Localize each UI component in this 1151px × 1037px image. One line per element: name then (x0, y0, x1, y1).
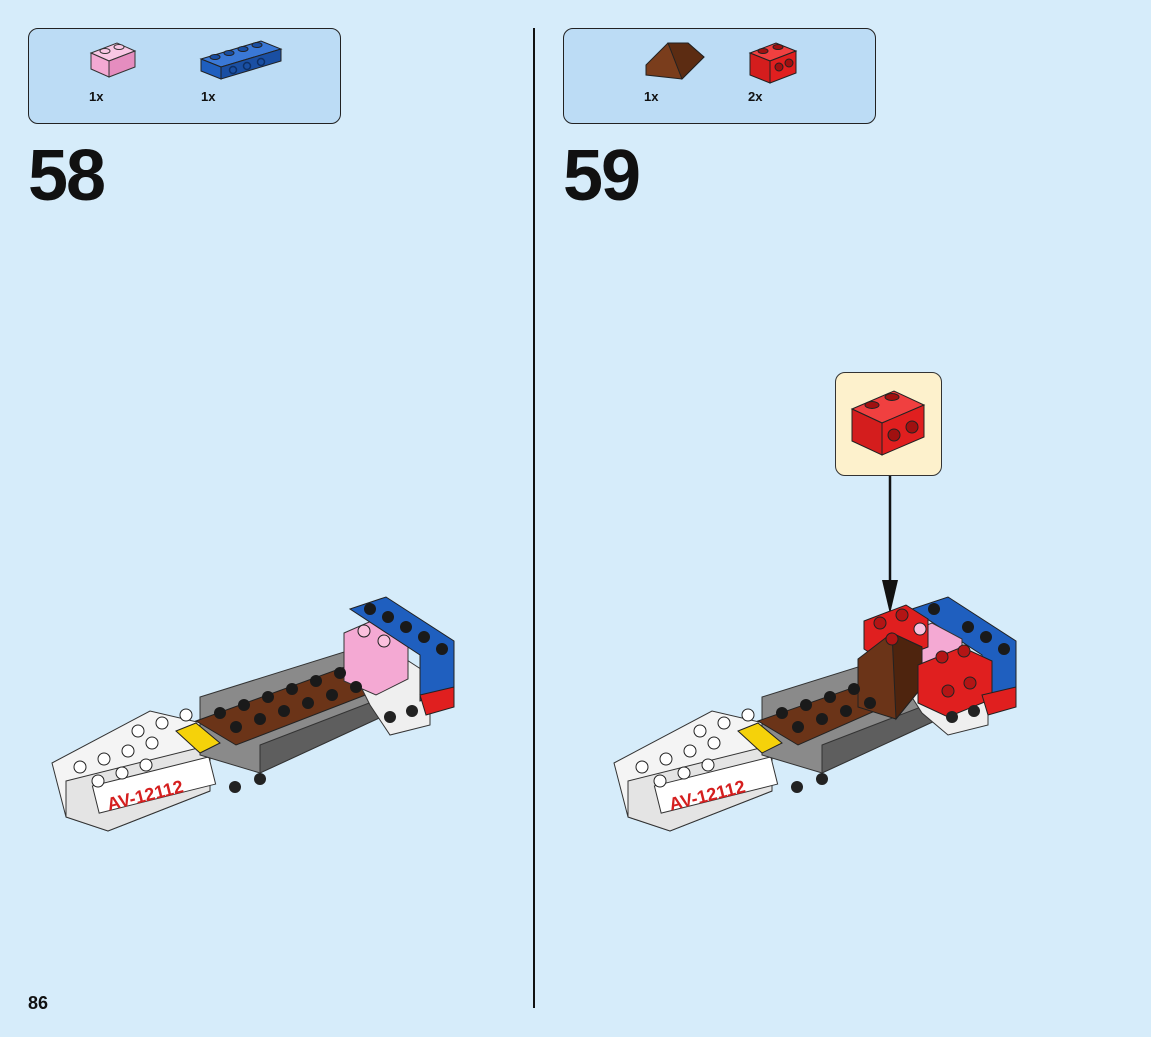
parts-list-step-59: 1x 2x (563, 28, 876, 124)
blue-technic-brick-1x4-icon (199, 39, 283, 81)
page-number: 86 (28, 993, 49, 1013)
part-qty: 1x (201, 89, 216, 104)
parts-list-step-58: 1x 1x (28, 28, 341, 124)
car-model-step-59: AV-12112 (612, 595, 1022, 845)
part-qty: 1x (89, 89, 104, 104)
page-divider (533, 28, 535, 1008)
brown-slope-brick-icon (642, 39, 708, 83)
pink-brick-1x2-icon (87, 39, 139, 79)
down-arrow-icon (882, 476, 898, 614)
car-model-step-58: AV-12112 (50, 595, 460, 845)
part-qty: 1x (644, 89, 659, 104)
step-number: 58 (28, 136, 106, 216)
red-brick-with-studs-icon (746, 39, 800, 85)
new-part-callout (835, 372, 942, 476)
part-qty: 2x (748, 89, 763, 104)
step-number: 59 (563, 136, 641, 216)
